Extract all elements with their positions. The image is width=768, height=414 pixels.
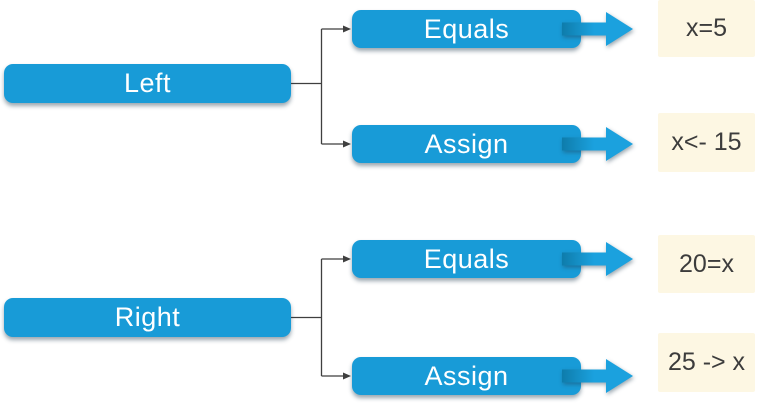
node-equals-right: Equals [352, 240, 581, 278]
result-box-25-arrow-x: 25 -> x [658, 333, 755, 392]
node-left: Left [4, 64, 291, 103]
block-arrow-icon [562, 359, 633, 393]
node-assign-left: Assign [352, 125, 581, 163]
connector-arrowhead-icon [343, 25, 351, 380]
block-arrow-icon [562, 127, 633, 161]
node-assign-right: Assign [352, 357, 581, 395]
result-box-x-arrow-15: x<- 15 [658, 113, 755, 172]
block-arrow-icon [562, 242, 633, 276]
result-box-x-equals-5: x=5 [658, 0, 755, 57]
node-equals-left: Equals [352, 10, 581, 48]
block-arrow-icon [562, 12, 633, 46]
node-right: Right [4, 298, 291, 337]
result-box-20-equals-x: 20=x [658, 235, 755, 293]
